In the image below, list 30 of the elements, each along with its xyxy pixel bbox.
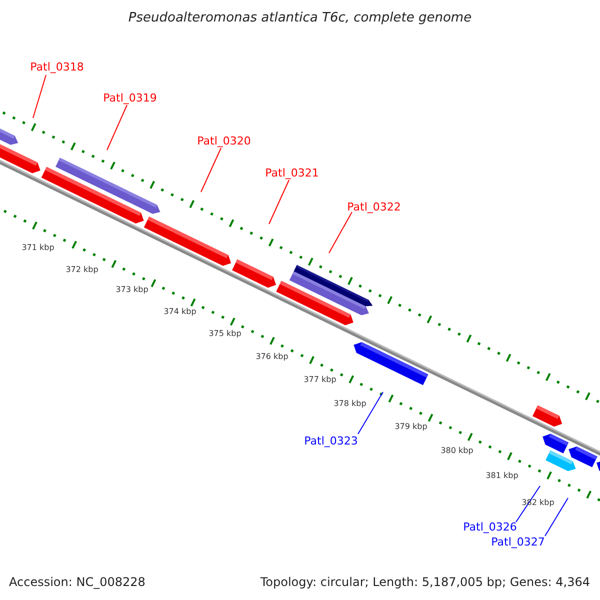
leader-line	[106, 104, 128, 150]
scale-label: 381 kbp	[486, 472, 518, 480]
scale-label: 373 kbp	[116, 286, 148, 294]
gene-label: Patl_0323	[304, 436, 358, 446]
scale-label: 377 kbp	[304, 376, 336, 384]
leader-line	[516, 486, 540, 522]
leader-line	[328, 212, 352, 254]
scale-label: 380 kbp	[440, 447, 474, 455]
leader-line	[268, 180, 290, 224]
footer-text: Topology: circular; Length: 5,187,005 bp; Genes: 4,364	[260, 576, 590, 588]
leader-line	[32, 74, 46, 118]
footer-text: Accession: NC_008228	[9, 576, 146, 588]
title: Pseudoalteromonas atlantica T6c, complete genome	[128, 12, 472, 24]
leader-line	[544, 498, 568, 536]
gene-label: Patl_0326	[463, 522, 517, 532]
gene-label: Patl_0327	[491, 536, 545, 548]
scale-label: 379 kbp	[394, 423, 428, 431]
scale-label: 374 kbp	[164, 308, 196, 316]
scale-label: 376 kbp	[256, 353, 288, 361]
scale-label: 375 kbp	[208, 330, 242, 338]
gene-label: Patl_0319	[103, 92, 157, 104]
gene-label: Patl_0322	[347, 202, 401, 212]
leader-line	[200, 148, 222, 192]
scale-label: 371 kbp	[22, 244, 54, 252]
gene-label: Patl_0321	[265, 168, 319, 178]
scale-label: 372 kbp	[66, 266, 98, 274]
scale-label: 378 kbp	[334, 400, 366, 408]
leader-line	[358, 392, 384, 434]
gene-label: Patl_0318	[30, 62, 84, 72]
gene-label: Patl_0320	[197, 136, 251, 146]
